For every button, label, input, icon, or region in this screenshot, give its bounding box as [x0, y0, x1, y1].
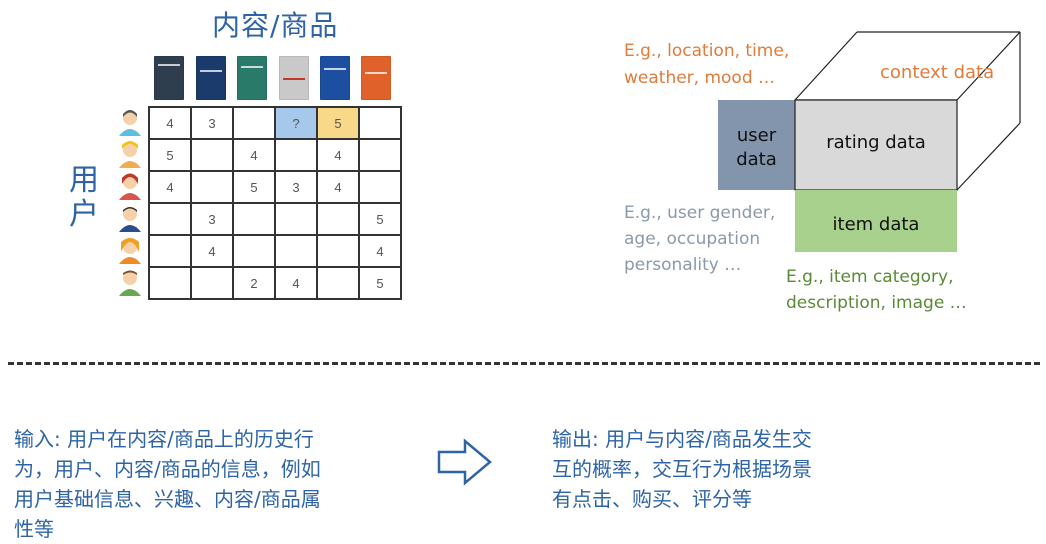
book-cover-icon — [320, 56, 350, 100]
user-avatar-icon — [119, 110, 141, 136]
rating-cell: 4 — [190, 234, 234, 268]
rating-data-label: rating data — [826, 132, 926, 153]
data-cube-diagram — [718, 31, 1021, 252]
rating-cell: 4 — [148, 106, 192, 140]
user-example-text: E.g., user gender, age, occupation perso… — [624, 203, 776, 275]
rating-cell: 4 — [232, 138, 276, 172]
rating-cell: 4 — [316, 138, 360, 172]
context-example-text: E.g., location, time, weather, mood … — [624, 41, 790, 88]
rating-cell: 4 — [358, 234, 402, 268]
rating-cell: ? — [274, 106, 318, 140]
rating-cell — [232, 202, 276, 236]
rating-cell — [316, 266, 360, 300]
users-label-text: 用户 — [64, 164, 104, 232]
cube-edge — [794, 31, 858, 101]
user-avatar-icon — [119, 141, 141, 168]
user-avatar-icon — [119, 173, 141, 200]
rating-cell — [190, 266, 234, 300]
rating-cell — [148, 266, 192, 300]
book-cover-icon — [279, 56, 309, 100]
rating-cell: 5 — [358, 202, 402, 236]
rating-cell — [148, 234, 192, 268]
item-example-text: E.g., item category, description, image … — [786, 267, 967, 313]
book-cover-icon — [196, 56, 226, 100]
book-cover-icon — [154, 56, 184, 100]
context-data-label: context data — [880, 62, 995, 83]
rating-cell — [358, 170, 402, 204]
rating-cell — [358, 138, 402, 172]
output-description: 输出: 用户与内容/商品发生交 互的概率，交互行为根据场景 有点击、购买、评分等 — [552, 427, 812, 511]
rating-cell: 4 — [316, 170, 360, 204]
rating-cell — [274, 138, 318, 172]
user-data-label: user data — [736, 125, 777, 170]
user-avatar-icon — [119, 270, 141, 296]
rating-cell: 4 — [148, 170, 192, 204]
item-data-label: item data — [832, 214, 920, 235]
users-label-char: 户 — [69, 197, 99, 232]
rating-cell: 5 — [148, 138, 192, 172]
rating-cell — [274, 202, 318, 236]
user-avatar-icon — [119, 238, 141, 264]
item-data-box — [795, 190, 957, 252]
rating-cell: 3 — [274, 170, 318, 204]
user-data-box — [718, 100, 795, 190]
matrix-row: 5 4 4 — [148, 138, 402, 172]
book-cover-icon — [361, 56, 391, 100]
rating-cell: 3 — [190, 106, 234, 140]
rating-cell — [232, 234, 276, 268]
cube-edge — [956, 31, 1021, 101]
rating-cell — [274, 234, 318, 268]
rating-cell — [190, 170, 234, 204]
rating-cell: 4 — [274, 266, 318, 300]
rating-cell: 5 — [232, 170, 276, 204]
rating-cell: 5 — [358, 266, 402, 300]
right-arrow-icon — [437, 438, 492, 486]
users-label-char: 用 — [69, 163, 99, 198]
users-label: 用户 — [64, 164, 104, 232]
rating-cell: 2 — [232, 266, 276, 300]
rating-cell: 5 — [316, 106, 360, 140]
rating-data-box — [794, 99, 958, 191]
items-title: 内容/商品 — [212, 9, 339, 42]
rating-cell — [148, 202, 192, 236]
book-cover-icon — [237, 56, 267, 100]
rating-cell: 3 — [190, 202, 234, 236]
section-divider — [8, 362, 1040, 365]
rating-cell — [190, 138, 234, 172]
input-description: 输入: 用户在内容/商品上的历史行 为，用户、内容/商品的信息，例如 用户基础信… — [14, 427, 321, 541]
rating-cell — [232, 106, 276, 140]
user-avatar-icon — [119, 207, 141, 232]
rating-cell — [316, 234, 360, 268]
cube-edge — [956, 122, 1021, 191]
rating-cell — [316, 202, 360, 236]
rating-cell — [358, 106, 402, 140]
